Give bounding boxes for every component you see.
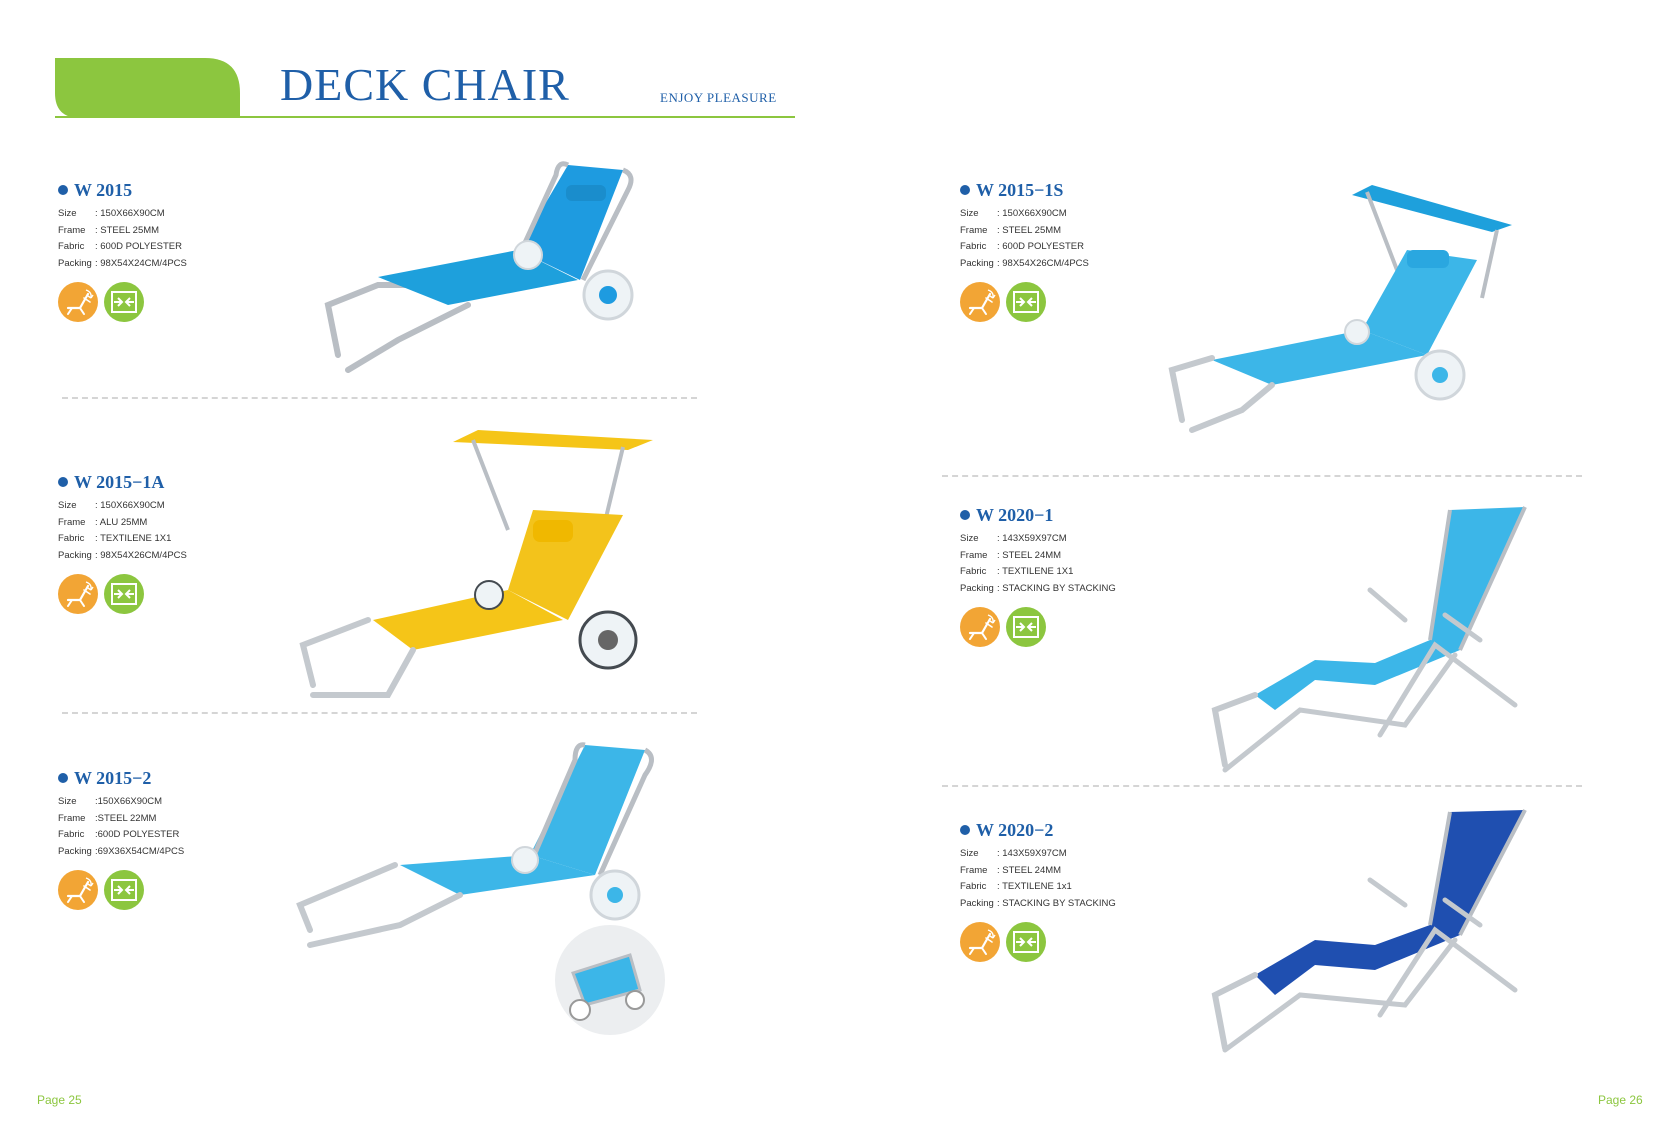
product-w2020-2: W 2020−2 Size: 143X59X97CM Frame: STEEL … bbox=[960, 818, 1260, 962]
product-w2015-1a: W 2015−1A Size: 150X66X90CM Frame: ALU 2… bbox=[58, 470, 358, 614]
bullet-icon bbox=[58, 773, 68, 783]
product-specs: Size: 150X66X90CM Frame: ALU 25MM Fabric… bbox=[58, 500, 187, 561]
page-number-left: Page 25 bbox=[37, 1093, 82, 1107]
fold-compress-icon bbox=[104, 282, 144, 322]
reclining-chair-icon bbox=[58, 574, 98, 614]
reclining-chair-icon bbox=[58, 870, 98, 910]
bullet-icon bbox=[960, 510, 970, 520]
fold-compress-icon bbox=[1006, 607, 1046, 647]
product-specs: Size: 150X66X90CM Frame: STEEL 25MM Fabr… bbox=[960, 208, 1089, 269]
product-photo-w2020-2 bbox=[1211, 809, 1527, 1053]
header-rule bbox=[55, 116, 795, 118]
product-specs: Size:150X66X90CM Frame:STEEL 22MM Fabric… bbox=[58, 796, 185, 857]
product-model: W 2015−2 bbox=[58, 766, 358, 790]
fold-compress-icon bbox=[104, 574, 144, 614]
reclining-chair-icon bbox=[960, 282, 1000, 322]
section-divider bbox=[62, 712, 697, 714]
page-number-right: Page 26 bbox=[1598, 1093, 1643, 1107]
reclining-chair-icon bbox=[58, 282, 98, 322]
reclining-chair-icon bbox=[960, 607, 1000, 647]
product-model: W 2020−2 bbox=[960, 818, 1260, 842]
product-model: W 2020−1 bbox=[960, 503, 1260, 527]
page-title: DECK CHAIR bbox=[280, 59, 570, 110]
reclining-chair-icon bbox=[960, 922, 1000, 962]
product-photo-w2015-1s bbox=[1168, 185, 1512, 433]
product-photo-w2015-1a bbox=[299, 430, 653, 698]
fold-compress-icon bbox=[1006, 922, 1046, 962]
product-photo-w2015-2 bbox=[296, 742, 665, 1035]
bullet-icon bbox=[58, 185, 68, 195]
product-specs: Size: 150X66X90CM Frame: STEEL 25MM Fabr… bbox=[58, 208, 187, 269]
section-divider bbox=[942, 475, 1582, 477]
product-w2015-2: W 2015−2 Size:150X66X90CM Frame:STEEL 22… bbox=[58, 766, 358, 910]
section-divider bbox=[942, 785, 1582, 787]
bullet-icon bbox=[58, 477, 68, 487]
section-divider bbox=[62, 397, 697, 399]
product-model: W 2015 bbox=[58, 178, 358, 202]
product-model: W 2015−1A bbox=[58, 470, 358, 494]
product-specs: Size: 143X59X97CM Frame: STEEL 24MM Fabr… bbox=[960, 848, 1116, 909]
product-photo-w2015 bbox=[324, 161, 634, 373]
product-model: W 2015−1S bbox=[960, 178, 1260, 202]
product-w2020-1: W 2020−1 Size: 143X59X97CM Frame: STEEL … bbox=[960, 503, 1260, 647]
header-green-tab bbox=[55, 58, 240, 118]
product-photo-w2020-1 bbox=[1211, 506, 1527, 773]
fold-compress-icon bbox=[104, 870, 144, 910]
fold-compress-icon bbox=[1006, 282, 1046, 322]
product-w2015: W 2015 Size: 150X66X90CM Frame: STEEL 25… bbox=[58, 178, 358, 322]
product-specs: Size: 143X59X97CM Frame: STEEL 24MM Fabr… bbox=[960, 533, 1116, 594]
page-subtitle: ENJOY PLEASURE bbox=[660, 90, 777, 105]
product-w2015-1s: W 2015−1S Size: 150X66X90CM Frame: STEEL… bbox=[960, 178, 1260, 322]
bullet-icon bbox=[960, 825, 970, 835]
bullet-icon bbox=[960, 185, 970, 195]
